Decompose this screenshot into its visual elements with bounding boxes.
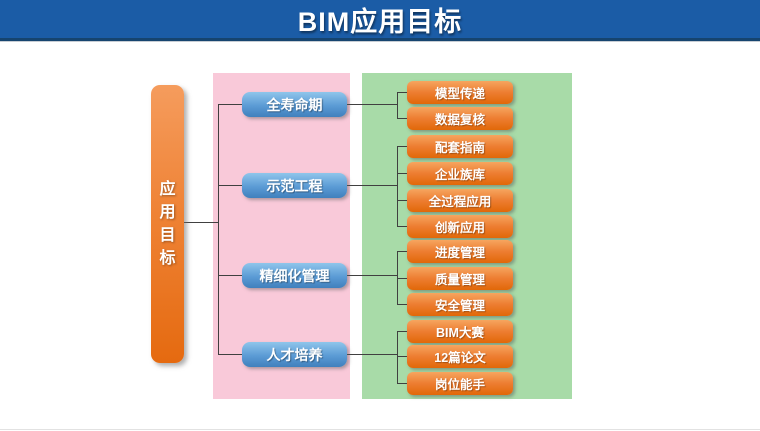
root-node-label: 应用目标 [159,180,176,268]
connector-line [397,383,407,384]
connector-line [397,173,407,174]
root-node: 应用目标 [151,85,184,363]
leaf-node-papers: 12篇论文 [407,345,513,368]
leaf-node-schedule-mgmt: 进度管理 [407,240,513,263]
connector-line [218,104,219,355]
connector-line [218,354,242,355]
connector-line [397,226,407,227]
connector-line [397,200,407,201]
slide-header: BIM应用目标 [0,0,760,42]
branch-node-demo-project: 示范工程 [242,173,347,198]
leaf-node-guideline: 配套指南 [407,135,513,158]
connector-line [397,356,407,357]
connector-line [347,354,397,355]
connector-line [397,251,407,252]
connector-line [397,92,407,93]
leaf-node-quality-mgmt: 质量管理 [407,267,513,290]
connector-line [218,185,242,186]
connector-line [397,304,407,305]
leaf-node-whole-process: 全过程应用 [407,189,513,212]
branch-node-talent: 人才培养 [242,342,347,367]
connector-line [347,104,397,105]
connector-line [184,222,218,223]
connector-line [397,118,407,119]
connector-line [218,104,242,105]
leaf-node-safety-mgmt: 安全管理 [407,293,513,316]
leaf-node-bim-contest: BIM大赛 [407,320,513,343]
connector-line [397,146,398,227]
leaf-node-innovation: 创新应用 [407,215,513,238]
connector-line [397,146,407,147]
connector-line [397,331,398,384]
page-title: BIM应用目标 [297,6,463,37]
connector-line [397,92,398,119]
connector-line [397,331,407,332]
leaf-node-model-transfer: 模型传递 [407,81,513,104]
connector-line [397,278,407,279]
connector-line [347,185,397,186]
branch-node-lifecycle: 全寿命期 [242,92,347,117]
leaf-node-data-review: 数据复核 [407,107,513,130]
connector-line [347,275,397,276]
connector-line [218,275,242,276]
leaf-node-family-library: 企业族库 [407,162,513,185]
footer-divider [0,429,760,430]
leaf-node-post-expert: 岗位能手 [407,372,513,395]
branch-node-fine-management: 精细化管理 [242,263,347,288]
